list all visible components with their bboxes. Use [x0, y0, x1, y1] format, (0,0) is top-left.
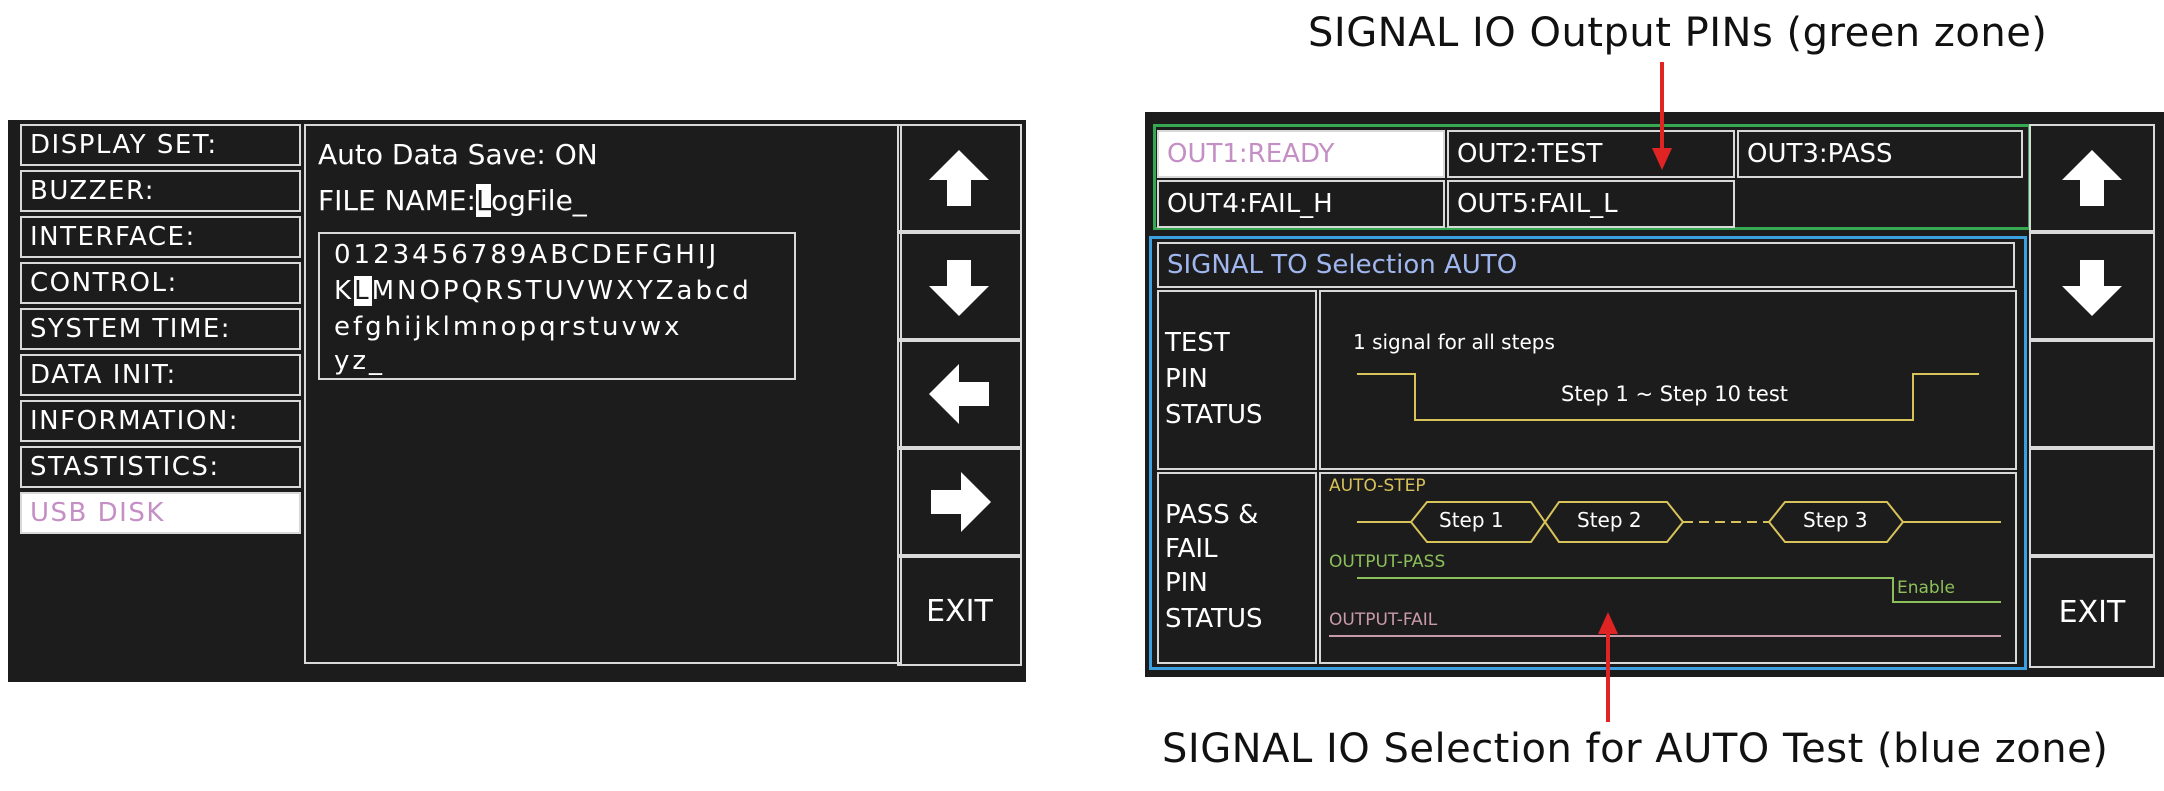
arrow-left-icon	[929, 364, 989, 424]
step-3-label: Step 3	[1803, 508, 1868, 532]
file-name-field[interactable]: FILE NAME:LogFile_	[318, 184, 587, 217]
file-name-value: ogFile_	[491, 184, 587, 217]
status-label-line: PASS &	[1165, 500, 1259, 530]
step-range-label: Step 1 ~ Step 10 test	[1561, 382, 1789, 406]
keyboard-char[interactable]: K	[334, 276, 355, 306]
menu-item-statistics[interactable]: STASTISTICS:	[20, 446, 301, 488]
pass-fail-pin-status-label: PASS & FAIL PIN STATUS	[1157, 472, 1317, 664]
blue-zone-highlight	[1149, 236, 2027, 670]
auto-data-save-status: Auto Data Save: ON	[318, 138, 598, 171]
menu-item-usb-disk[interactable]: USB DISK	[20, 492, 301, 534]
step-2-label: Step 2	[1577, 508, 1642, 532]
up-button[interactable]	[897, 124, 1022, 232]
exit-button[interactable]: EXIT	[897, 556, 1022, 666]
left-softkey-column: EXIT	[897, 124, 1022, 666]
output-out3-pass[interactable]: OUT3:PASS	[1737, 130, 2023, 178]
keyboard-cursor-char[interactable]: L	[354, 276, 372, 306]
pass-fail-waveform: AUTO-STEP Step 1 Step 2 Step 3 OUTPUT-PA…	[1319, 472, 2017, 664]
exit-button[interactable]: EXIT	[2029, 556, 2155, 668]
keyboard-row-4[interactable]: yz_	[334, 346, 386, 376]
enable-label: Enable	[1897, 578, 1955, 598]
left-button[interactable]	[897, 340, 1022, 448]
menu-item-system-time[interactable]: SYSTEM TIME:	[20, 308, 301, 350]
auto-step-wave	[1329, 501, 2001, 637]
menu-item-buzzer[interactable]: BUZZER:	[20, 170, 301, 212]
test-pin-waveform: 1 signal for all steps Step 1 ~ Step 10 …	[1319, 290, 2017, 470]
output-out2-test[interactable]: OUT2:TEST	[1447, 130, 1735, 178]
down-button[interactable]	[2029, 232, 2155, 340]
status-label-line: PIN	[1165, 568, 1208, 598]
usb-disk-panel: Auto Data Save: ON FILE NAME:LogFile_ 01…	[304, 124, 902, 664]
test-pin-status-label: TEST PIN STATUS	[1157, 290, 1317, 470]
auto-step-label: AUTO-STEP	[1329, 476, 1426, 496]
up-button[interactable]	[2029, 124, 2155, 232]
output-out4-fail-h[interactable]: OUT4:FAIL_H	[1157, 180, 1445, 228]
status-label-line: TEST	[1165, 328, 1230, 358]
status-label-line: STATUS	[1165, 604, 1263, 634]
menu-item-data-init[interactable]: DATA INIT:	[20, 354, 301, 396]
keyboard-row-1[interactable]: 0123456789ABCDEFGHIJ	[334, 240, 720, 270]
blank-softkey[interactable]	[2029, 448, 2155, 556]
output-pass-label: OUTPUT-PASS	[1329, 552, 1446, 572]
keyboard-chars[interactable]: MNOPQRSTUVWXYZabcd	[371, 276, 752, 306]
menu-item-information[interactable]: INFORMATION:	[20, 400, 301, 442]
right-button[interactable]	[897, 448, 1022, 556]
character-keyboard[interactable]: 0123456789ABCDEFGHIJ KLMNOPQRSTUVWXYZabc…	[318, 232, 796, 380]
blank-softkey[interactable]	[2029, 340, 2155, 448]
keyboard-row-3[interactable]: efghijklmnopqrstuvwx	[334, 312, 683, 342]
test-signal-wave	[1357, 373, 1979, 421]
menu-item-display-set[interactable]: DISPLAY SET:	[20, 124, 301, 166]
keyboard-row-2[interactable]: KLMNOPQRSTUVWXYZabcd	[334, 276, 752, 306]
step-1-label: Step 1	[1439, 508, 1504, 532]
signal-selection-title[interactable]: SIGNAL TO Selection AUTO	[1157, 242, 2015, 288]
status-label-line: FAIL	[1165, 534, 1218, 564]
waveform-caption: 1 signal for all steps	[1353, 330, 1555, 354]
arrow-up-icon	[2062, 150, 2122, 206]
status-label-line: PIN	[1165, 364, 1208, 394]
signal-io-screen: OUT1:READY OUT2:TEST OUT3:PASS OUT4:FAIL…	[1145, 112, 2164, 677]
annotation-output-pins: SIGNAL IO Output PINs (green zone)	[1308, 10, 2048, 56]
file-name-label: FILE NAME:	[318, 184, 476, 217]
output-out1-ready[interactable]: OUT1:READY	[1157, 130, 1445, 178]
arrow-down-icon	[929, 260, 989, 316]
exit-label: EXIT	[926, 593, 993, 629]
status-label-line: STATUS	[1165, 400, 1263, 430]
menu-item-control[interactable]: CONTROL:	[20, 262, 301, 304]
down-button[interactable]	[897, 232, 1022, 340]
arrow-up-icon	[929, 150, 989, 206]
menu-item-interface[interactable]: INTERFACE:	[20, 216, 301, 258]
arrow-down-icon	[2062, 260, 2122, 316]
arrow-right-icon	[931, 472, 991, 532]
output-fail-label: OUTPUT-FAIL	[1329, 610, 1438, 630]
exit-label: EXIT	[2058, 594, 2126, 630]
annotation-auto-test: SIGNAL IO Selection for AUTO Test (blue …	[1162, 726, 2109, 772]
usb-disk-settings-screen: DISPLAY SET: BUZZER: INTERFACE: CONTROL:…	[8, 120, 1026, 682]
file-name-cursor: L	[475, 184, 492, 217]
output-out5-fail-l[interactable]: OUT5:FAIL_L	[1447, 180, 1735, 228]
